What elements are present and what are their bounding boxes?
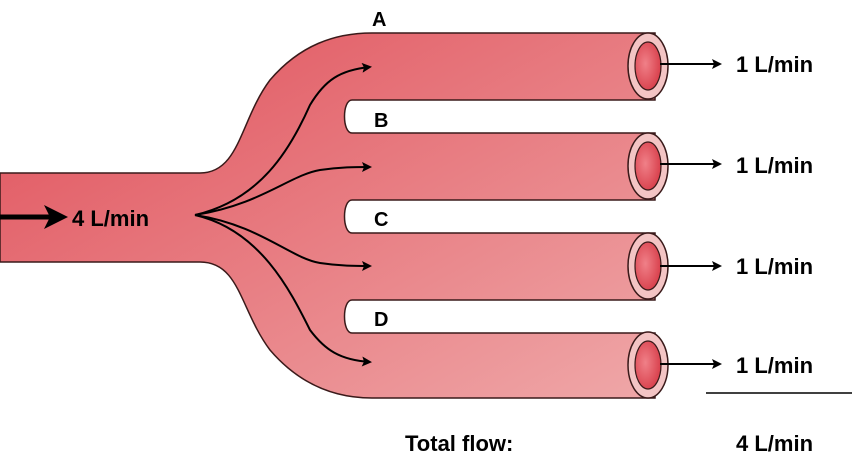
outlet-flow-label-c: 1 L/min xyxy=(736,254,813,279)
branch-label-a: A xyxy=(372,9,386,31)
total-flow-value: 4 L/min xyxy=(736,431,813,456)
inlet-flow-label: 4 L/min xyxy=(72,206,149,231)
branch-label-d: D xyxy=(374,309,388,331)
vessel-opening-b xyxy=(628,133,668,199)
outlet-flow-label-a: 1 L/min xyxy=(736,52,813,77)
branch-label-b: B xyxy=(374,110,388,132)
outlet-flow-label-b: 1 L/min xyxy=(736,153,813,178)
total-flow-label: Total flow: xyxy=(405,431,513,456)
vessel-opening-a xyxy=(628,33,668,99)
outlet-flow-label-d: 1 L/min xyxy=(736,353,813,378)
branch-label-c: C xyxy=(374,209,388,231)
